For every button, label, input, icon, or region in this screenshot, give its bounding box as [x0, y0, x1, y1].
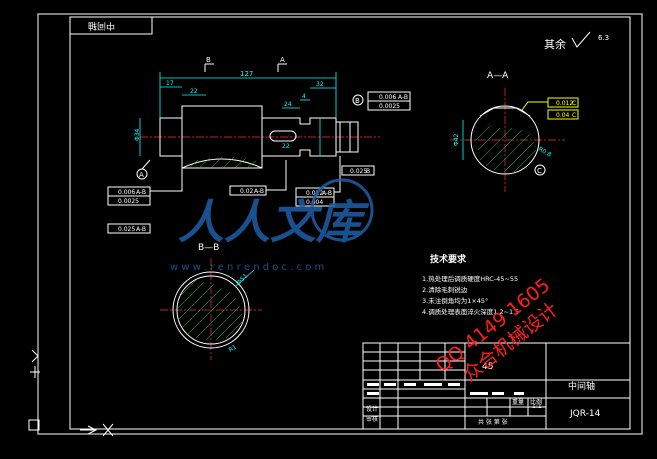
cut-a-label: A: [280, 56, 285, 64]
bb-r-text: R1: [228, 344, 239, 354]
cutting-plane-markers: B A: [204, 56, 287, 72]
tech-item-1: 1.热处理后调质硬度HRC-45~55: [422, 274, 518, 283]
brand-watermark: 人人文库 w w w . r e n r e n d o c . c o m: [170, 178, 374, 273]
svg-text:0.02: 0.02: [240, 188, 254, 195]
section-aa-hatch: [475, 125, 537, 173]
dim-127: 127: [240, 70, 253, 78]
svg-text:0.025: 0.025: [118, 226, 135, 233]
svg-text:C: C: [537, 167, 542, 175]
svg-text:A-B: A-B: [136, 226, 146, 233]
title-label-weight: 重量: [512, 398, 524, 406]
section-bb-title: B—B: [198, 243, 219, 253]
dim-24: 24: [284, 101, 292, 108]
drawing-no-text: JQR-14: [569, 409, 601, 419]
svg-text:A-B: A-B: [398, 94, 408, 101]
tech-item-2: 2.清除毛刺锐边: [422, 285, 468, 294]
shaft-main-view: [140, 105, 380, 169]
svg-text:A-B: A-B: [136, 189, 146, 196]
dim-dia-left: Φ34: [134, 128, 141, 141]
svg-text:0.012: 0.012: [306, 190, 323, 197]
svg-text:0.04: 0.04: [556, 112, 570, 119]
section-aa-circle: [470, 105, 540, 175]
dim-4: 4: [302, 93, 306, 100]
section-bb-circle: [172, 271, 250, 349]
dim-32: 32: [316, 81, 324, 88]
svg-text:0.004: 0.004: [306, 199, 323, 206]
outer-border: [37, 13, 643, 435]
roughness-symbol: [571, 31, 591, 48]
dim-22: 22: [190, 88, 198, 95]
title-block: 45 中间轴 JQR-14 1:1 设计 审核 共 张 第 张 重量 比例: [362, 342, 631, 430]
svg-text:A-B: A-B: [322, 190, 332, 197]
tech-heading: 技术要求: [430, 253, 467, 265]
shaft-section-hatch-area: [181, 158, 263, 169]
svg-text:0.0025: 0.0025: [379, 103, 400, 110]
title-label-design: 设计: [366, 405, 378, 413]
title-label-sheet: 共 张 第 张: [478, 418, 508, 426]
section-bb-hatch: [177, 279, 243, 341]
keyway: [269, 130, 297, 142]
tech-item-4: 4.调质处理表面淬火深度1.2~1.5: [422, 307, 519, 316]
top-dimensions: 127 17 22 24 4 32 22 Φ34: [134, 70, 337, 156]
section-aa-view: A—A Φ42 R0.8 C 0.012 C 0.04 C: [450, 71, 579, 192]
left-edge-marks: [28, 349, 114, 437]
title-label-review: 审核: [366, 415, 378, 423]
cut-b-label: B: [206, 56, 211, 64]
code-box-text: 中间轴: [88, 20, 115, 32]
dim-17: 17: [166, 80, 174, 87]
section-aa-title: A—A: [487, 71, 509, 81]
svg-text:C: C: [572, 100, 576, 107]
watermark-brand-text: 人人文库: [178, 195, 370, 249]
roughness-other-label: 其余: [544, 37, 566, 51]
svg-text:0.025: 0.025: [350, 168, 367, 175]
datum-a-text: A: [139, 171, 144, 179]
tech-item-3: 3.未注倒角均为1×45°: [422, 296, 488, 305]
title-label-scale: 比例: [530, 398, 542, 406]
code-box: 中间轴: [69, 16, 153, 35]
datum-b-text: B: [355, 97, 360, 105]
inner-frame: [69, 16, 631, 430]
dim-key-22: 22: [282, 143, 290, 150]
svg-text:0.012: 0.012: [556, 100, 573, 107]
tech-requirements: 技术要求 1.热处理后调质硬度HRC-45~55 2.清除毛刺锐边 3.未注倒角…: [422, 253, 519, 316]
watermark-url-text: w w w . r e n r e n d o c . c o m: [170, 262, 324, 273]
roughness-value: 6.3: [598, 34, 609, 42]
svg-text:0.006: 0.006: [379, 94, 396, 101]
svg-text:C: C: [572, 112, 576, 119]
part-name-text: 中间轴: [568, 380, 595, 392]
svg-text:B: B: [366, 168, 370, 175]
aa-dia-text: Φ42: [453, 133, 460, 146]
section-bb-view: B—B Φ51 R1: [160, 243, 262, 360]
scale-text: 1:1: [532, 403, 542, 410]
svg-text:0.006: 0.006: [118, 189, 135, 196]
aa-r-text: R0.8: [537, 146, 553, 159]
svg-text:0.0025: 0.0025: [118, 198, 139, 205]
material-text: 45: [482, 362, 493, 372]
roughness-other: 其余 6.3: [544, 31, 609, 51]
datum-markers: A B: [136, 94, 364, 180]
svg-text:A-B: A-B: [254, 188, 264, 195]
